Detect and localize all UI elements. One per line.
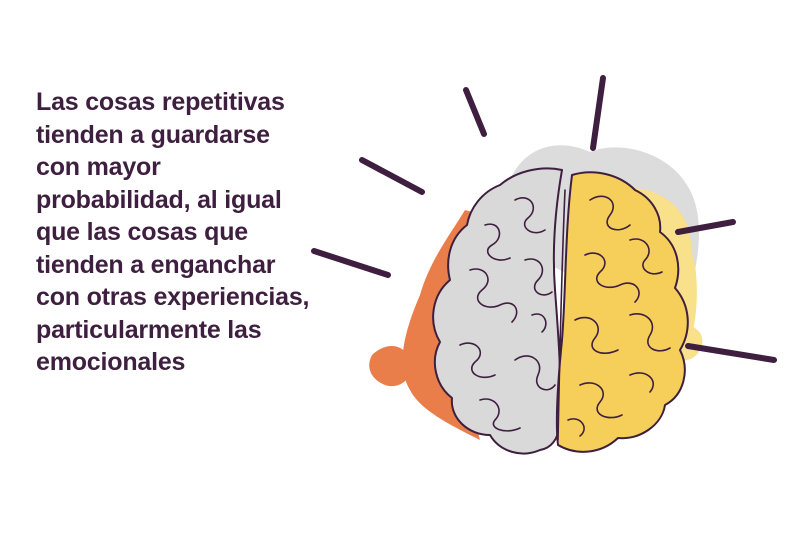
quote-line-3: con mayor bbox=[36, 153, 161, 181]
radiating-lines bbox=[311, 75, 777, 363]
quote-line-4: probabilidad, al igual bbox=[36, 185, 282, 214]
brain-illustration bbox=[311, 75, 777, 455]
quote-line-1: Las cosas repetitivas bbox=[36, 88, 285, 116]
quote-text: Las cosas repetitivas tienden a guardars… bbox=[36, 86, 366, 379]
quote-line-9: emocionales bbox=[36, 348, 186, 376]
quote-line-6: tienden a enganchar bbox=[36, 250, 276, 279]
quote-line-2: tienden a guardarse bbox=[36, 120, 270, 149]
orange-splash-small bbox=[369, 345, 411, 387]
brain-left-hemisphere bbox=[432, 167, 563, 455]
quote-line-5: que las cosas que bbox=[36, 218, 248, 246]
quote-line-7: con otras experiencias, bbox=[36, 283, 310, 311]
quote-line-8: particularmente las bbox=[36, 315, 262, 344]
brain-folds bbox=[459, 189, 671, 441]
